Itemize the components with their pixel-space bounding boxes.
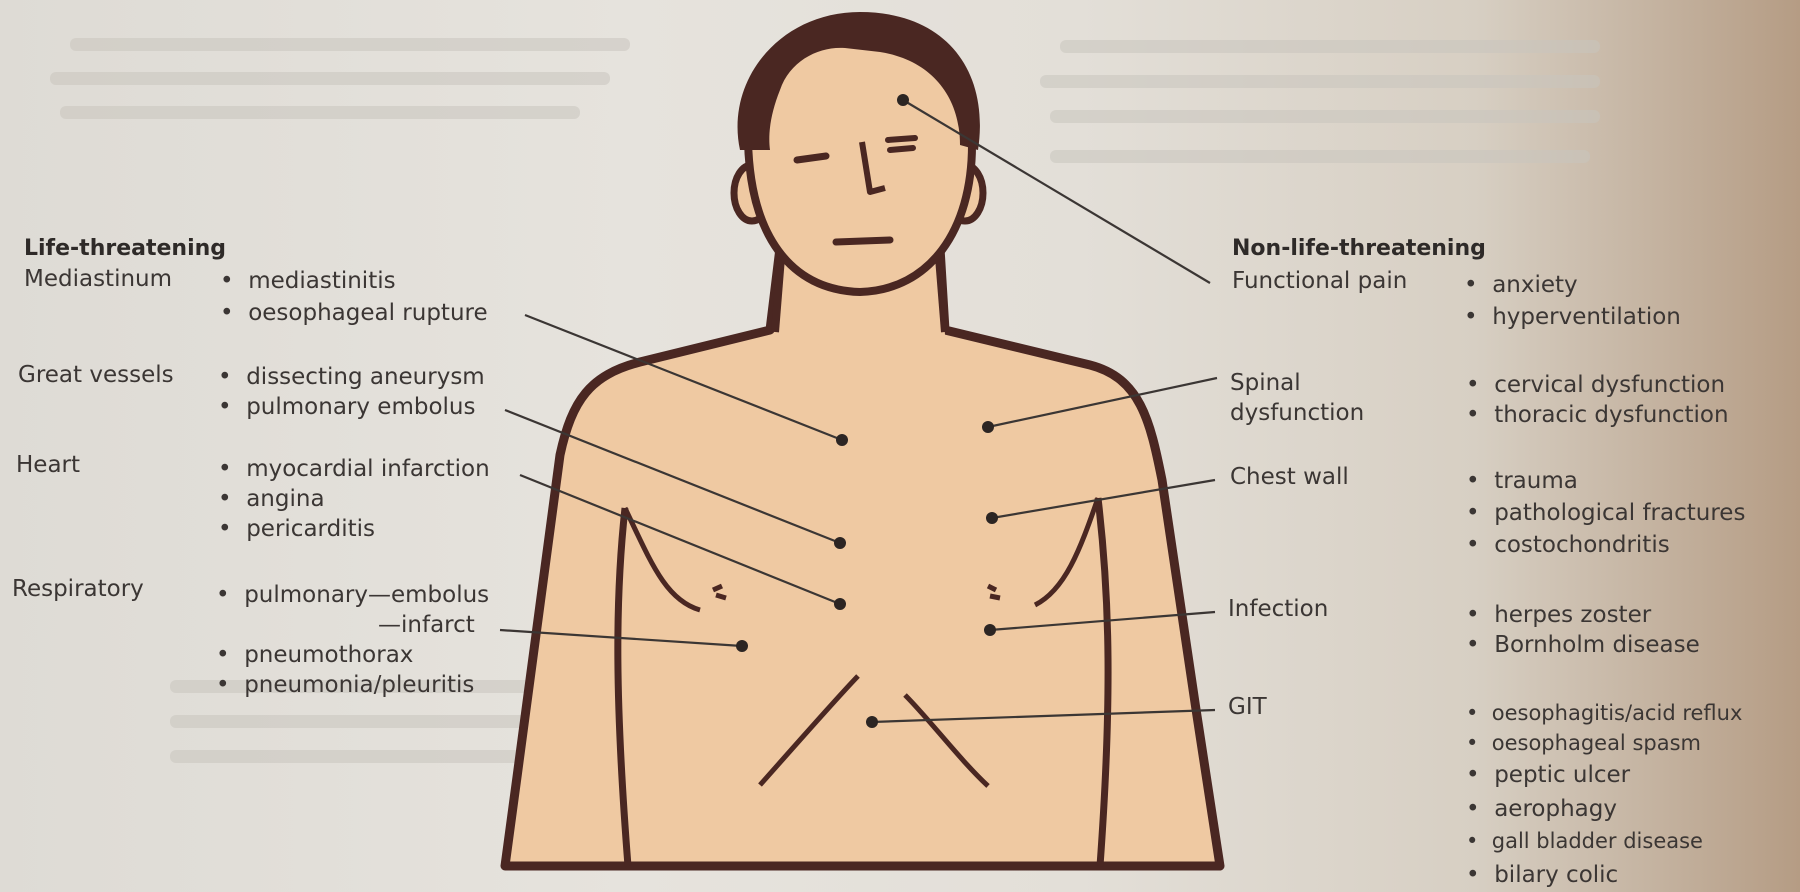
list-item: mediastinitis	[220, 268, 396, 294]
list-item: pneumothorax	[216, 642, 413, 668]
list-item: pneumonia/pleuritis	[216, 672, 474, 698]
dot-upper-mediastinum	[836, 434, 848, 446]
dot-heart	[834, 598, 846, 610]
life-threatening-title: Life-threatening	[24, 236, 226, 262]
list-item: hyperventilation	[1464, 304, 1681, 330]
list-item: pulmonary embolus	[218, 394, 475, 420]
group-label-heart: Heart	[16, 452, 80, 478]
list-item: dissecting aneurysm	[218, 364, 485, 390]
list-item: trauma	[1466, 468, 1578, 494]
list-item: Bornholm disease	[1466, 632, 1700, 658]
list-item: bilary colic	[1466, 862, 1618, 888]
group-label-infection: Infection	[1228, 596, 1328, 622]
dot-respiratory	[736, 640, 748, 652]
list-item: herpes zoster	[1466, 602, 1651, 628]
dot-great-vessels	[834, 537, 846, 549]
group-label-great-vessels: Great vessels	[18, 362, 174, 388]
list-item: cervical dysfunction	[1466, 372, 1725, 398]
group-label-spinal-dysfunction: Spinal dysfunction	[1230, 368, 1364, 428]
list-item: myocardial infarction	[218, 456, 490, 482]
dot-forehead	[897, 94, 909, 106]
list-item-continuation: —infarct	[378, 612, 475, 638]
dot-infection	[984, 624, 996, 636]
list-item: anxiety	[1464, 272, 1578, 298]
non-life-threatening-title: Non-life-threatening	[1232, 236, 1486, 262]
head	[734, 12, 983, 292]
dot-git	[866, 716, 878, 728]
group-label-functional-pain: Functional pain	[1232, 268, 1407, 294]
list-item: aerophagy	[1466, 796, 1617, 822]
list-item: costochondritis	[1466, 532, 1670, 558]
list-item: thoracic dysfunction	[1466, 402, 1729, 428]
group-label-chest-wall: Chest wall	[1230, 464, 1349, 490]
list-item: angina	[218, 486, 325, 512]
list-item: pericarditis	[218, 516, 375, 542]
torso-outline	[505, 240, 1220, 866]
dot-upper-spinal	[982, 421, 994, 433]
list-item: oesophageal rupture	[220, 300, 488, 326]
list-item: gall bladder disease	[1466, 828, 1703, 854]
list-item: oesophagitis/acid reflux	[1466, 700, 1742, 726]
list-item: pulmonary—embolus	[216, 582, 489, 608]
group-label-mediastinum: Mediastinum	[24, 266, 172, 292]
list-item: peptic ulcer	[1466, 762, 1630, 788]
group-label-respiratory: Respiratory	[12, 576, 144, 602]
list-item: pathological fractures	[1466, 500, 1745, 526]
dot-chest-wall	[986, 512, 998, 524]
group-label-git: GIT	[1228, 694, 1267, 720]
list-item: oesophageal spasm	[1466, 730, 1701, 756]
